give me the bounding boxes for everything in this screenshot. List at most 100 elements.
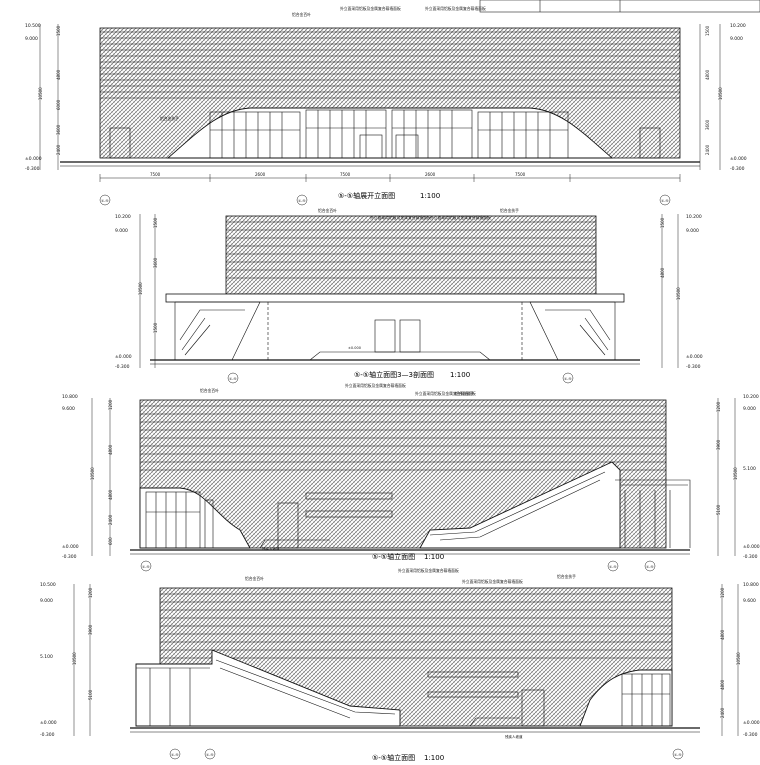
axis-label: ①-⑤ (564, 377, 572, 381)
note-label: 铝合金扶手 (557, 574, 576, 579)
dim-label: 2400 (720, 707, 725, 718)
dim-label: 3600 (56, 124, 61, 135)
level-label: ±0.000 (686, 354, 703, 360)
elevation-2-labels: 10.200 9.000 ±0.000 -0.300 10.200 9.000 … (115, 208, 703, 381)
dim-label: 2400 (56, 144, 61, 155)
dim-label: 5100 (716, 504, 721, 515)
level-label: -0.300 (115, 364, 130, 370)
level-label: 10.500 (40, 582, 56, 588)
elevation-4 (73, 584, 739, 760)
note-label: 残疾人坡道 (505, 734, 523, 739)
dim-label: 4800 (56, 69, 61, 80)
dim-label: 1500 (660, 217, 665, 228)
note-label: 外立面采用铝板及金属复合幕墙面板 (415, 391, 476, 396)
level-label: 9.600 (62, 406, 75, 412)
level-label: 10.200 (115, 214, 131, 220)
note-label: 铝合金扶手 (455, 391, 474, 396)
level-label: -0.300 (686, 364, 701, 370)
axis-label: ①-⑤ (646, 565, 654, 569)
dim-label: 3900 (88, 624, 93, 635)
axis-label: ①-⑤ (674, 753, 682, 757)
level-tag: ±0.000 (348, 346, 361, 350)
drawing-title: ⑤-⑤轴立面图3—3剖面图 (354, 370, 434, 379)
dim-label: 2400 (108, 514, 113, 525)
level-label: 9.000 (743, 406, 756, 412)
dim-label: 1200 (716, 401, 721, 412)
axis-label: ①-⑤ (229, 377, 237, 381)
title-block-fragment (479, 0, 760, 13)
note-label: 外立面采用铝板及金属复合幕墙面板 (370, 215, 431, 220)
note-label: 外立面采用铝板及金属复合幕墙面板 (398, 568, 459, 573)
dim-label: 1500 (705, 25, 710, 36)
elevation-3-labels: 10.800 9.600 ±0.000 -0.300 10.200 9.000 … (62, 383, 760, 569)
axis-label: ①-⑤ (142, 565, 150, 569)
drawing-scale: 1:100 (424, 553, 444, 561)
note-label: 外立面采用铝板及金属复合幕墙面板 (345, 383, 406, 388)
dim-label: 10500 (72, 652, 77, 665)
note-label: 铝合金百叶 (245, 576, 264, 581)
level-label: -0.300 (40, 732, 55, 738)
level-label: ±0.000 (115, 354, 132, 360)
axis-label: ①-⑤ (609, 565, 617, 569)
dim-label: 7500 (340, 172, 351, 177)
dim-label: 7500 (515, 172, 526, 177)
dim-label: 4800 (108, 444, 113, 455)
drawing-scale: 1:100 (450, 371, 470, 379)
dim-label: 6000 (56, 99, 61, 110)
dim-label: 3600 (153, 257, 158, 268)
level-label: 10.800 (62, 394, 78, 400)
elevation-2 (139, 214, 679, 384)
level-label: ±0.000 (25, 156, 42, 162)
level-label: 9.600 (743, 598, 756, 604)
dim-label: 10500 (138, 282, 143, 295)
dim-label: 5100 (88, 689, 93, 700)
level-label: 10.200 (686, 214, 702, 220)
note-label: 铝合金扶手 (500, 208, 519, 213)
level-label: -0.300 (743, 554, 758, 560)
dim-label: 2600 (425, 172, 436, 177)
level-label: ±0.000 (40, 720, 57, 726)
level-label: -0.300 (743, 732, 758, 738)
dim-label: 1500 (153, 217, 158, 228)
dim-label: 1500 (153, 322, 158, 333)
dim-label: 4800 (705, 69, 710, 80)
dim-label: 10500 (90, 467, 95, 480)
level-label: 9.000 (40, 598, 53, 604)
note-label: 外立面采用铝板及金属复合幕墙面板 (425, 6, 486, 11)
level-label: 10.200 (743, 394, 759, 400)
level-label: 9.000 (686, 228, 699, 234)
dim-label: 3900 (716, 439, 721, 450)
note-label: 铝合金百叶 (292, 12, 311, 17)
level-label: ±0.000 (743, 544, 760, 550)
drawing-title: ⑤-⑤轴立面图 (372, 753, 415, 762)
elevation-1-labels: 10.500 9.000 ±0.000 -0.300 10.200 9.000 … (25, 6, 747, 203)
elevation-4-labels: 10.500 9.000 5.100 ±0.000 -0.300 10.800 … (40, 568, 760, 762)
axis-label: ①-⑤ (298, 199, 306, 203)
level-label: -0.300 (25, 166, 40, 172)
axis-label: ①-⑤ (206, 753, 214, 757)
dim-label: 4800 (720, 629, 725, 640)
level-label: 10.500 (25, 23, 41, 29)
drawing-title: ⑤-⑤轴展开立面图 (338, 191, 395, 200)
level-label: 9.000 (730, 36, 743, 42)
elevation-3 (91, 398, 736, 572)
note-label: 外立面采用铝板及金属复合幕墙面板 (340, 6, 401, 11)
dim-label: 7500 (150, 172, 161, 177)
axis-label: ①-⑤ (101, 199, 109, 203)
level-label: 9.000 (115, 228, 128, 234)
drawing-title: ⑤-⑤轴立面图 (372, 552, 415, 561)
dim-label: 1200 (108, 399, 113, 410)
level-label: 10.200 (730, 23, 746, 29)
axis-label: ①-⑤ (171, 753, 179, 757)
dim-label: 10500 (736, 652, 741, 665)
drawing-scale: 1:100 (420, 192, 440, 200)
level-label: -0.300 (62, 554, 77, 560)
dim-label: 3600 (705, 119, 710, 130)
dim-label: 10500 (676, 287, 681, 300)
dim-label: 2600 (255, 172, 266, 177)
axis-label: ①-⑤ (661, 199, 669, 203)
level-label: ±0.000 (743, 720, 760, 726)
note-label: 外立面采用铝板及金属复合幕墙面板 (430, 215, 491, 220)
dim-label: 2400 (705, 144, 710, 155)
